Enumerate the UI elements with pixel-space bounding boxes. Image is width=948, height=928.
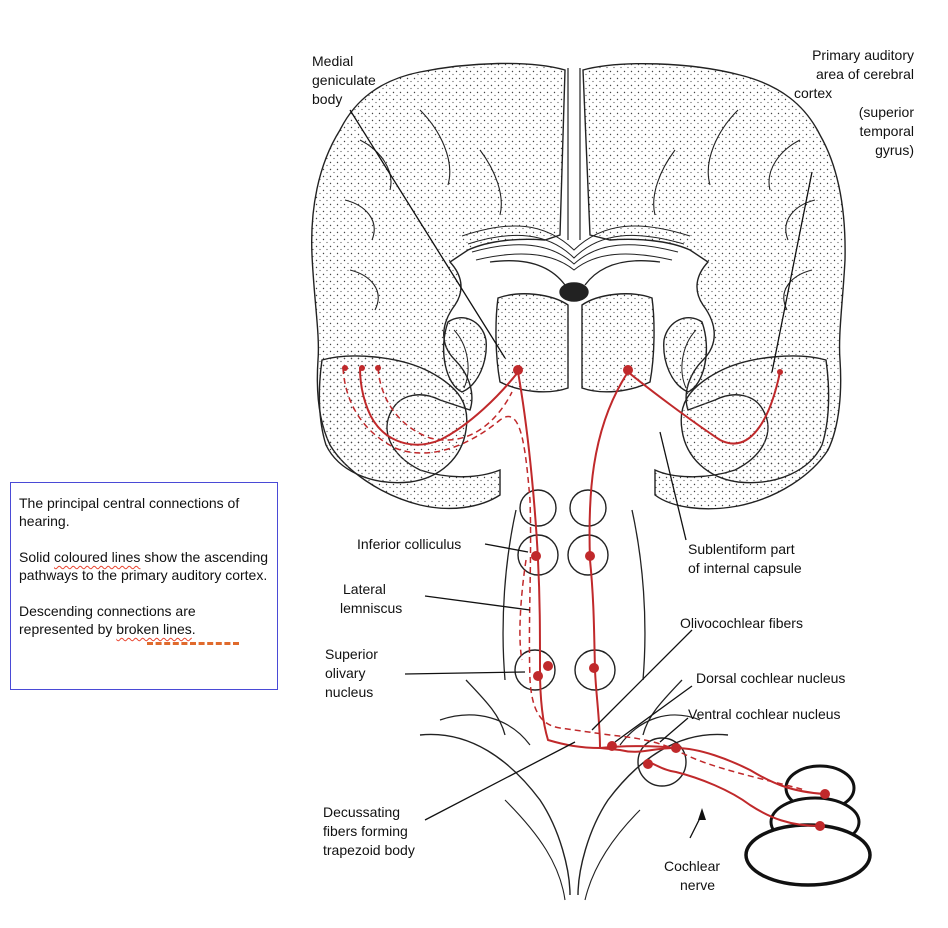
label-primary-auditory-area: Primary auditory area of cerebral cortex… [780,46,914,160]
label-dorsal-cochlear-nucleus: Dorsal cochlear nucleus [696,669,845,688]
left-thalamus [496,294,568,392]
right-thalamus [582,294,654,392]
solid-lines-term: coloured lines [54,549,140,565]
broken-line-sample [147,642,239,645]
info-paragraph-1: The principal central connections of hea… [19,494,269,530]
label-sublentiform-part: Sublentiform part of internal capsule [688,540,802,578]
label-decussating-fibers: Decussating fibers forming trapezoid bod… [323,803,415,860]
right-lentiform [664,318,707,392]
label-cochlear-nerve: Cochlear nerve [664,857,720,895]
label-inferior-colliculus: Inferior colliculus [357,535,461,554]
info-paragraph-2: Solid coloured lines show the ascending … [19,548,269,584]
cochlear-nerve-arrow [698,808,706,820]
left-inferior-colliculus-upper [520,490,556,526]
label-superior-olivary-nucleus: Superior olivary nucleus [325,645,378,702]
legend-info-box: The principal central connections of hea… [10,482,278,690]
brain-coronal-section [312,63,845,900]
label-ventral-cochlear-nucleus: Ventral cochlear nucleus [688,705,841,724]
third-ventricle [560,283,588,301]
label-olivocochlear-fibers: Olivocochlear fibers [680,614,803,633]
right-inferior-colliculus-upper [570,490,606,526]
label-lateral-lemniscus: Lateral lemniscus [340,580,402,618]
broken-lines-term: broken lines [116,621,192,637]
left-lentiform [444,318,487,392]
lateral-ventricles [490,261,660,285]
info-paragraph-3: Descending connections are represented b… [19,602,269,638]
label-medial-geniculate-body: Medial geniculate body [312,52,376,109]
